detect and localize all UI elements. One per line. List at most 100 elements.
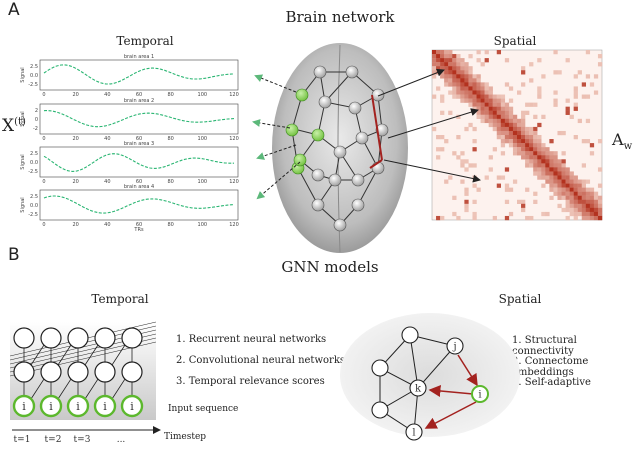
heatmap-cell [440,110,445,115]
heatmap-cell [512,126,518,132]
heatmap-cell [565,183,570,188]
heatmap-cell [577,199,582,205]
heatmap-cell [565,207,570,213]
heatmap-cell [541,211,546,217]
heatmap-cell [529,126,534,132]
heatmap-cell [553,70,558,75]
heatmap-cell [456,78,461,83]
heatmap-cell [545,211,550,217]
heatmap-cell [440,54,445,59]
graph-node-label: i [478,390,481,401]
heatmap-cell [508,98,514,103]
timestep-tick: t=3 [74,435,91,445]
signal-xtick: 120 [229,179,239,185]
signal-xtick: 100 [198,222,208,228]
heatmap-cell [585,187,591,192]
heatmap-cell [569,199,574,205]
heatmap-cell [468,102,473,107]
signal-xtick: 120 [229,92,239,98]
heatmap-cell [476,98,481,103]
heatmap-cell [468,82,473,87]
heatmap-cell [452,54,457,59]
signal-ytick: -2.5 [28,212,38,218]
heatmap-cell [529,78,534,83]
heatmap-cell [541,175,546,180]
heatmap-cell [448,175,453,180]
heatmap-cell [452,82,457,87]
heatmap-cell [517,143,522,148]
heatmap-cell [565,106,570,111]
heatmap-cell [581,163,587,168]
heatmap-cell [444,82,449,87]
heatmap-cell [585,94,591,99]
heatmap-cell [448,58,453,63]
heatmap-cell [565,167,570,172]
heatmap-cell [533,135,538,140]
heatmap-cell [529,147,534,152]
heatmap-cell [468,86,473,91]
heatmap-cell [500,94,506,99]
heatmap-cell [496,118,502,124]
heatmap-cell [440,62,445,67]
heatmap-cell [517,126,522,132]
heatmap-cell [585,195,591,200]
panel-b-letter: B [8,245,20,265]
heatmap-cell [452,70,457,75]
heatmap-cell [565,171,570,176]
signal-ytick: -2.5 [28,82,38,88]
heatmap-cell [565,195,570,200]
heatmap-cell [573,211,578,217]
signal-xtick: 40 [104,179,110,185]
heatmap-cell [496,126,502,132]
heatmap-cell [537,122,542,128]
heatmap-cell [508,118,514,124]
heatmap-cell [529,139,534,144]
heatmap-cell [561,175,566,180]
heatmap-cell [468,54,473,59]
heatmap-cell [565,179,570,184]
heatmap-cell [452,211,457,217]
heatmap-cell [460,98,465,103]
heatmap-cell [436,135,441,140]
heatmap-cell [504,82,510,87]
heatmap-cell [573,191,578,196]
heatmap-cell [589,207,595,213]
heatmap-cell [472,94,477,99]
heatmap-cell [472,211,477,217]
heatmap-cell [492,126,497,132]
heatmap-cell [480,106,485,111]
heatmap-cell [549,139,554,144]
heatmap-cell [472,90,477,95]
heatmap-cell [508,126,514,132]
heatmap-cell [541,74,546,79]
heatmap-cell [504,102,510,107]
signal-xtick: 80 [167,222,173,228]
heatmap-cell [537,94,542,99]
heatmap-cell [436,54,441,59]
heatmap-cell [508,86,514,91]
heatmap-cell [456,70,461,75]
temporal-item-1: 1. Recurrent neural networks [176,334,327,345]
heatmap-cell [557,203,562,209]
heatmap-cell [525,110,530,115]
heatmap-cell [496,50,502,55]
heatmap-cell [557,159,562,164]
input-node [39,394,63,418]
heatmap-cell [480,94,485,99]
heatmap-cell [460,78,465,83]
heatmap-cell [561,187,566,192]
input-sequence-label: Input sequence [168,404,239,414]
heatmap-cell [488,110,493,115]
heatmap-cell [464,203,469,209]
heatmap-cell [529,102,534,107]
heatmap-cell [488,86,493,91]
heatmap-cell [541,147,546,152]
heatmap-cell [565,199,570,205]
heatmap-cell [517,135,522,140]
panel-b-spatial-label: Spatial [498,292,542,306]
heatmap-cell [504,199,510,205]
heatmap-cell [468,163,473,168]
heatmap-cell [533,199,538,205]
heatmap-cell [577,70,582,75]
hidden-node [67,361,89,383]
